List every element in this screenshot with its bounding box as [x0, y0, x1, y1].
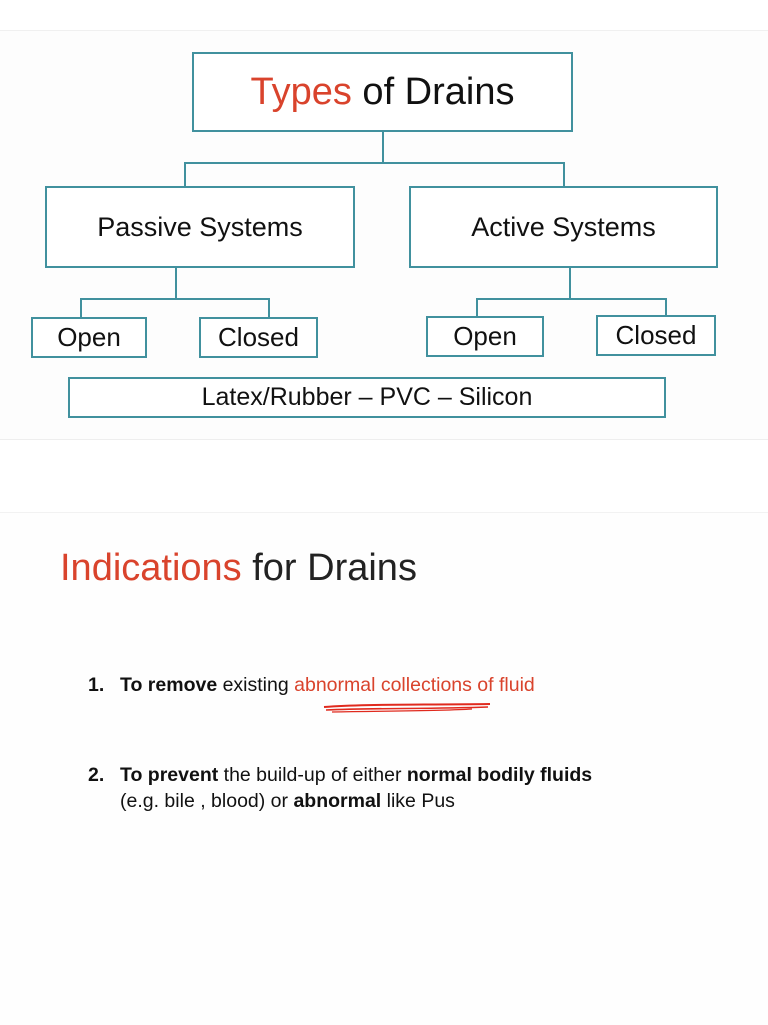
connector-title-down	[382, 131, 384, 163]
active-open-label: Open	[453, 321, 517, 351]
active-closed-label: Closed	[615, 320, 697, 350]
indication-item-1: 1. To remove existing abnormal collection…	[88, 672, 535, 698]
connector-active-open	[476, 298, 478, 318]
diagram-title-box: Types of Drains	[192, 52, 573, 132]
indications-heading: Indications for Drains	[60, 547, 417, 590]
active-open-box: Open	[426, 316, 544, 357]
item-2-line2-text: (e.g. bile , blood) or	[120, 790, 294, 812]
item-2-line2-bold: abnormal	[293, 790, 382, 812]
connector-to-active	[563, 162, 565, 188]
title-rest: of Drains	[351, 70, 515, 113]
materials-label: Latex/Rubber – PVC – Silicon	[201, 383, 533, 411]
active-systems-label: Active Systems	[471, 211, 656, 242]
item-1-text: existing	[217, 674, 295, 696]
indication-item-2: 2. To prevent the build-up of either norm…	[88, 762, 592, 814]
types-of-drains-slide: Types of Drains Passive Systems Active S…	[0, 30, 768, 440]
connector-passive-closed	[268, 298, 270, 318]
passive-open-label: Open	[57, 322, 121, 352]
connector-active-bar	[476, 298, 667, 300]
connector-title-bar	[184, 162, 565, 164]
passive-closed-label: Closed	[218, 322, 299, 352]
connector-passive-bar	[80, 298, 270, 300]
item-2-line-1: 2. To prevent the build-up of either norm…	[88, 762, 592, 788]
connector-passive-open	[80, 298, 82, 318]
item-2-number: 2.	[88, 764, 105, 786]
item-1-highlight: abnormal collections of fluid	[294, 674, 535, 696]
item-1-number: 1.	[88, 674, 105, 696]
item-2-text: the build-up of either	[218, 764, 407, 786]
item-2-bold-2: normal bodily fluids	[406, 764, 593, 786]
passive-systems-label: Passive Systems	[97, 211, 303, 242]
item-2-line2-tail: like Pus	[381, 790, 455, 812]
connector-active-down	[569, 266, 571, 299]
item-2-line-2: (e.g. bile , blood) or abnormal like Pus	[88, 788, 592, 814]
passive-closed-box: Closed	[199, 317, 318, 358]
item-2-bold: To prevent	[120, 764, 219, 786]
red-underline-mark	[323, 703, 491, 713]
connector-passive-down	[175, 266, 177, 299]
active-systems-box: Active Systems	[409, 186, 718, 268]
title-accent: Types	[250, 70, 352, 113]
passive-systems-box: Passive Systems	[45, 186, 355, 268]
connector-active-closed	[665, 298, 667, 318]
connector-to-passive	[184, 162, 186, 188]
heading-accent: Indications	[60, 547, 242, 589]
indications-slide: Indications for Drains 1. To remove exist…	[0, 512, 768, 1025]
item-1-bold: To remove	[120, 674, 218, 696]
active-closed-box: Closed	[596, 315, 716, 356]
materials-box: Latex/Rubber – PVC – Silicon	[68, 377, 666, 418]
heading-rest: for Drains	[241, 547, 417, 589]
passive-open-box: Open	[31, 317, 147, 358]
